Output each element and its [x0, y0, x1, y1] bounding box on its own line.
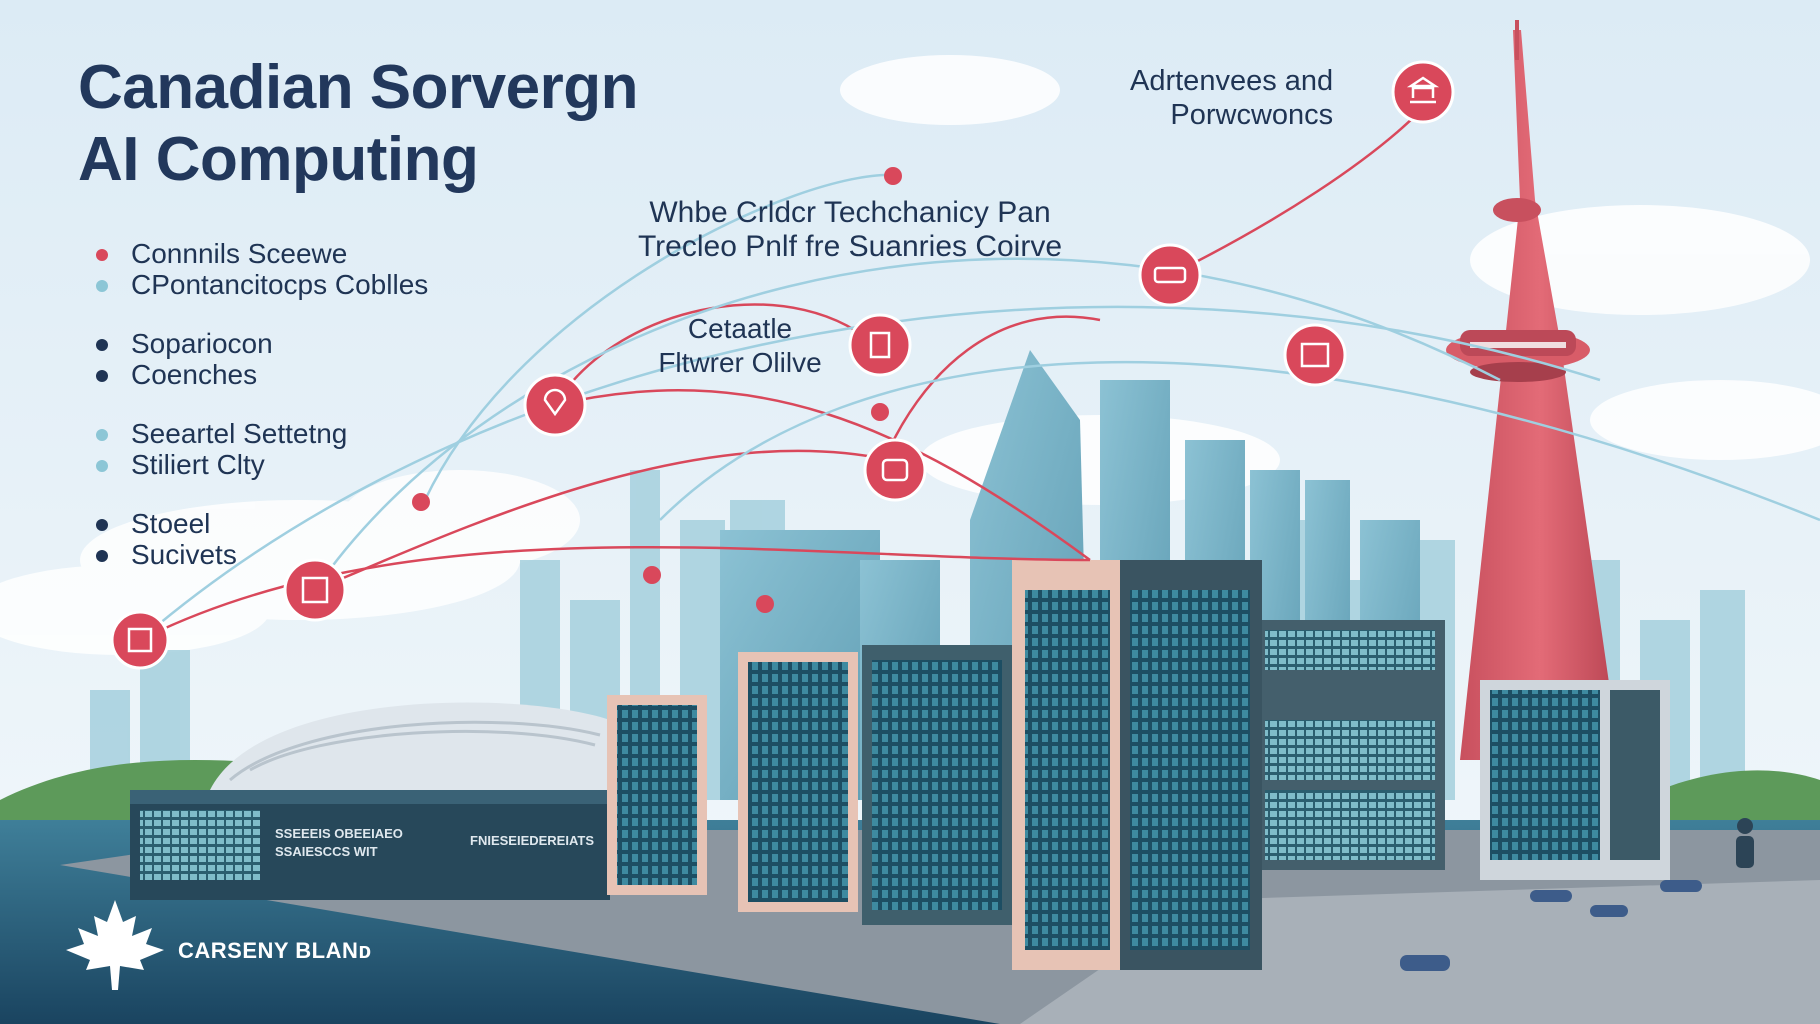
bullet-label: Soparіocon [131, 328, 273, 359]
bullet-dot [96, 280, 108, 292]
callout-line: Fltwrer Olilve [658, 347, 822, 378]
brand-name: CARSENY BLANᴅ [178, 938, 372, 963]
bullet-dot [96, 370, 108, 382]
cars [1400, 880, 1702, 971]
bullet-label: Seeartel Settetng [131, 418, 348, 449]
bullet-list: Connnils Sceewe CPontancitocps Coblles S… [96, 238, 428, 570]
bullet-dot [96, 519, 108, 531]
bullet-item: Sucivets [96, 539, 428, 570]
bullet-label: Stoeel [131, 508, 211, 539]
bullet-item: CPontancitocps Coblles [96, 269, 428, 300]
bullet-label: Coenches [131, 359, 258, 390]
bullet-item: Soparіocon [96, 328, 428, 359]
bullet-item: Connnils Sceewe [96, 238, 428, 269]
document-icon [848, 313, 912, 377]
location-pin-icon [523, 373, 587, 437]
bullet-item: Stiliert Clty [96, 449, 428, 480]
network-nodes [110, 60, 1455, 670]
government-building-icon [1391, 60, 1455, 124]
server-rack-icon [110, 610, 170, 670]
page-title: Canadian Sorvergn AI Computing [78, 52, 638, 196]
dome-sign-side: FNIESEIEDEREIATS [470, 833, 594, 848]
bullet-dot [96, 429, 108, 441]
callout-center-top: Whbe Crldcr Techchanicy Pan Trecleo Pnlf… [600, 196, 1100, 264]
bullet-dot [96, 339, 108, 351]
center-buildings [607, 560, 1262, 970]
bullet-dot [96, 249, 108, 261]
bullet-dot [96, 550, 108, 562]
callout-line: Porwcwoncs [1170, 99, 1334, 131]
bullet-item: Seeartel Settetng [96, 418, 428, 449]
title-line-2: AI Computing [78, 125, 479, 194]
network-arcs [139, 89, 1820, 642]
callout-line: Whbe Crldcr Techchanicy Pan [649, 196, 1051, 229]
maple-leaf-icon [66, 900, 164, 990]
callout-line: Adrtenvees and [1130, 65, 1334, 97]
callout-top-right: Adrtenvees and Porwcwoncs [1130, 64, 1333, 132]
brand-logo: CARSENY BLANᴅ [60, 900, 371, 995]
dome-sign-line2: SSAIESCCS WIT [275, 844, 378, 859]
bullet-label: Sucivets [131, 539, 237, 570]
bullet-label: Stiliert Clty [131, 449, 265, 480]
callout-center: Cetaatle Fltwrer Olilve [630, 312, 850, 380]
callout-line: Cetaatle [687, 313, 793, 344]
bullet-label: Connnils Sceewe [131, 238, 348, 269]
dome-stadium [130, 702, 610, 900]
bullet-dot [96, 460, 108, 472]
bullet-item: Coenches [96, 359, 428, 390]
bullet-item: Stoeel [96, 508, 428, 539]
title-line-1: Canadian Sorvergn [78, 53, 638, 122]
dashboard-icon [1283, 323, 1347, 387]
dome-sign-line1: SSEEEIS OBEEIAEO [275, 826, 403, 841]
chip-icon [283, 558, 347, 622]
building-signs: SSEEEIS OBEEIAEO SSAIESCCS WIT FNIESEIED… [275, 826, 594, 859]
circuit-icon [863, 438, 927, 502]
person-figure [1736, 818, 1754, 868]
router-icon [1138, 243, 1202, 307]
right-buildings [1255, 620, 1670, 880]
callout-line: Trecleo Pnlf fre Suanries Coirve [637, 230, 1063, 263]
bullet-label: CPontancitocps Coblles [131, 269, 429, 300]
